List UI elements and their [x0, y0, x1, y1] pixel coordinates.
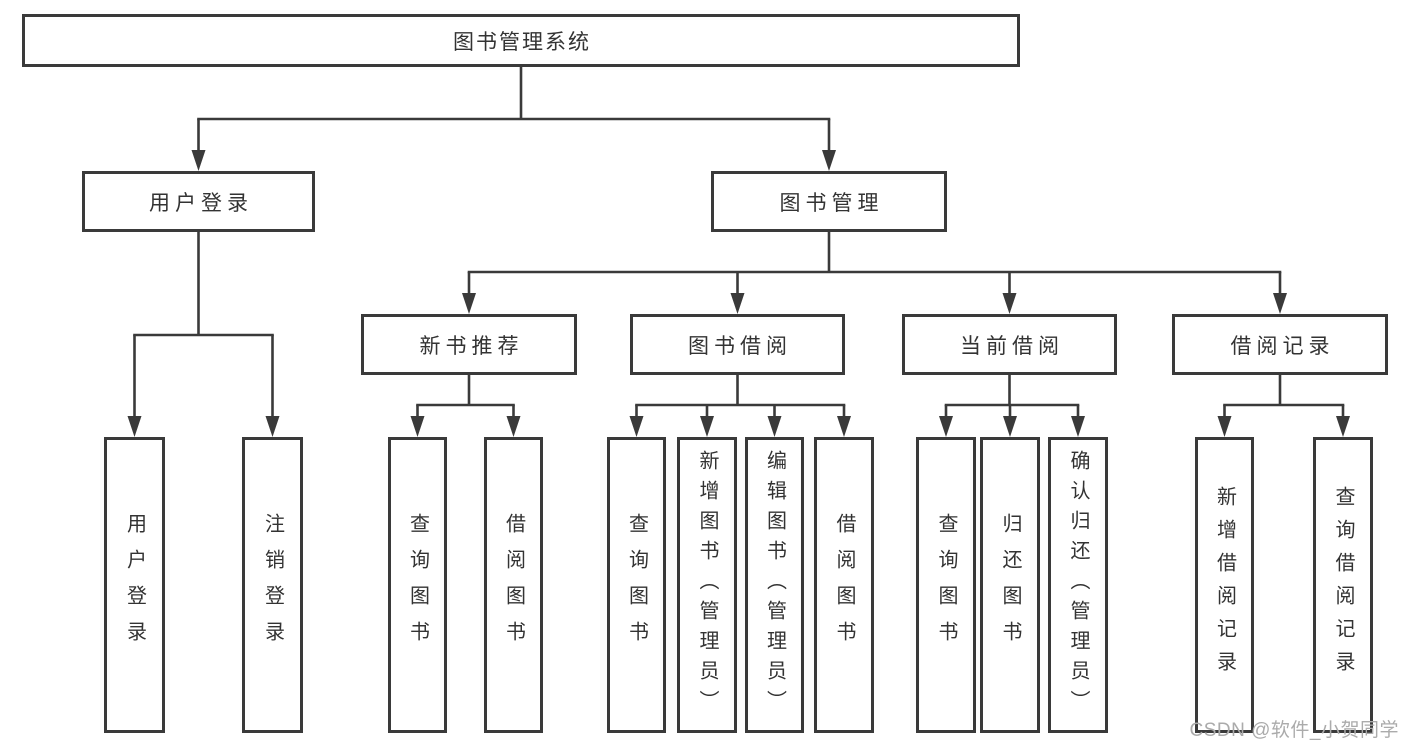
- node-label: 借阅记录: [1230, 334, 1335, 358]
- leaf-label: 查询图书: [625, 513, 648, 657]
- leaf-label: 新增借阅记录: [1213, 486, 1236, 684]
- connector-user-login-children: [127, 232, 280, 437]
- leaf-edit-book-admin: 编辑图书（管理员）: [745, 437, 804, 733]
- node-borrow-records: 借阅记录: [1172, 314, 1388, 375]
- leaf-label: 查询借阅记录: [1332, 486, 1354, 684]
- leaf-logout: 注销登录: [242, 437, 303, 733]
- leaf-label: 用户登录: [123, 513, 146, 657]
- node-book-borrow: 图书借阅: [630, 314, 845, 375]
- leaf-query-books-recommend: 查询图书: [388, 437, 447, 733]
- leaf-user-login: 用户登录: [104, 437, 165, 733]
- leaf-query-books-borrow: 查询图书: [607, 437, 666, 733]
- leaf-add-borrow-record: 新增借阅记录: [1195, 437, 1254, 733]
- leaf-label: 借阅图书: [833, 513, 855, 657]
- node-new-book-recommend: 新书推荐: [361, 314, 577, 375]
- node-label: 图书管理系统: [453, 30, 591, 54]
- connector-new-book-children: [410, 375, 521, 437]
- leaf-label: 注销登录: [261, 513, 284, 657]
- leaf-label: 查询图书: [935, 513, 957, 657]
- leaf-query-borrow-record: 查询借阅记录: [1313, 437, 1373, 733]
- connector-book-management-children: [462, 232, 1287, 314]
- node-label: 新书推荐: [419, 334, 524, 358]
- leaf-label: 确认归还（管理员）: [1067, 450, 1089, 720]
- leaf-label: 编辑图书（管理员）: [763, 450, 786, 720]
- leaf-return-books: 归还图书: [980, 437, 1040, 733]
- leaf-borrow-books-recommend: 借阅图书: [484, 437, 543, 733]
- leaf-borrow-books: 借阅图书: [814, 437, 874, 733]
- node-current-borrow: 当前借阅: [902, 314, 1117, 375]
- leaf-label: 新增图书（管理员）: [696, 450, 718, 720]
- node-label: 图书管理: [779, 191, 884, 215]
- node-label: 图书借阅: [688, 334, 792, 358]
- leaf-confirm-return-admin: 确认归还（管理员）: [1048, 437, 1108, 733]
- node-user-login: 用户登录: [82, 171, 315, 232]
- node-label: 用户登录: [149, 191, 253, 215]
- connector-root-to-level2: [191, 67, 836, 171]
- leaf-query-books-current: 查询图书: [916, 437, 976, 733]
- leaf-label: 查询图书: [406, 513, 429, 657]
- watermark-text: CSDN @软件_小贺同学: [1189, 720, 1399, 741]
- connector-borrow-record-children: [1217, 375, 1350, 437]
- leaf-label: 借阅图书: [502, 513, 525, 657]
- leaf-label: 归还图书: [999, 513, 1021, 657]
- connector-book-borrow-children: [629, 375, 851, 437]
- leaf-add-book-admin: 新增图书（管理员）: [677, 437, 737, 733]
- connector-current-borrow-children: [939, 375, 1085, 437]
- node-book-management: 图书管理: [711, 171, 947, 232]
- node-label: 当前借阅: [960, 334, 1064, 358]
- node-library-management-system: 图书管理系统: [22, 14, 1020, 67]
